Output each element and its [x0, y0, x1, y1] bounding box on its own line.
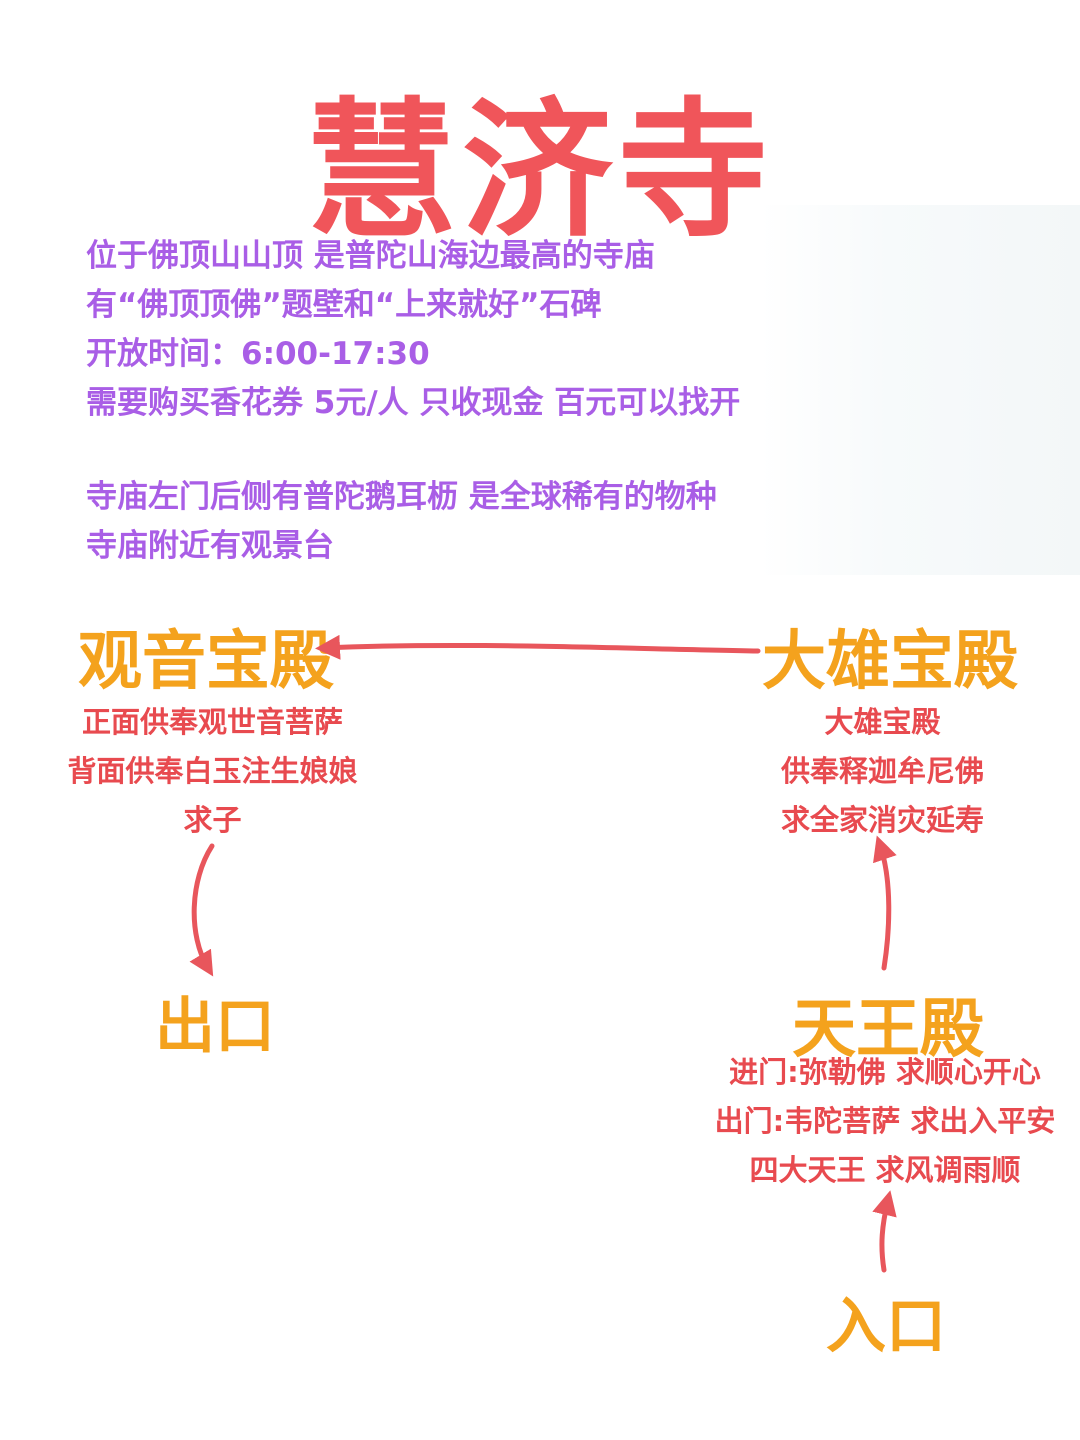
daxiong-desc-line: 大雄宝殿 — [824, 705, 941, 739]
arrow-guanyin-to-exit — [189, 843, 215, 977]
tianwang-hall-description: 进门:弥勒佛 求顺心开心 出门:韦陀菩萨 求出入平安 四大天王 求风调雨顺 — [700, 1048, 1070, 1195]
arrow-tianwang-to-daxiong — [873, 835, 897, 971]
exit-label: 出口 — [155, 992, 275, 1062]
guanyin-desc-line: 背面供奉白玉注生娘娘 — [67, 754, 358, 788]
daxiong-desc-line: 供奉释迦牟尼佛 — [780, 754, 984, 788]
daxiong-hall-title: 大雄宝殿 — [762, 625, 1018, 699]
intro-line: 有“佛顶顶佛”题壁和“上来就好”石碑 — [86, 287, 602, 323]
tianwang-hall-title: 天王殿 — [792, 993, 984, 1067]
guanyin-hall-title: 观音宝殿 — [78, 625, 334, 699]
guanyin-desc-line: 求子 — [183, 803, 242, 837]
intro-extra-line: 寺庙附近有观景台 — [86, 528, 334, 564]
intro-extra-line: 寺庙左门后侧有普陀鹅耳枥 是全球稀有的物种 — [86, 479, 717, 515]
entrance-label: 入口 — [826, 1292, 946, 1362]
daxiong-hall-description: 大雄宝殿 供奉释迦牟尼佛 求全家消灾延寿 — [740, 698, 1025, 845]
tianwang-desc-line: 四大天王 求风调雨顺 — [749, 1153, 1021, 1187]
guanyin-desc-line: 正面供奉观世音菩萨 — [81, 705, 343, 739]
tianwang-desc-line: 进门:弥勒佛 求顺心开心 — [729, 1055, 1041, 1089]
arrow-daxiong-to-guanyin — [315, 634, 761, 660]
page-title: 慧济寺 — [305, 85, 774, 259]
daxiong-desc-line: 求全家消灾延寿 — [780, 803, 984, 837]
intro-line: 开放时间：6:00-17:30 — [86, 336, 430, 372]
arrow-entrance-to-tianwang — [872, 1190, 897, 1273]
tianwang-desc-line: 出门:韦陀菩萨 求出入平安 — [714, 1104, 1056, 1138]
intro-text: 位于佛顶山山顶 是普陀山海边最高的寺庙 有“佛顶顶佛”题壁和“上来就好”石碑 开… — [86, 232, 740, 571]
background-faint-block — [760, 205, 1080, 575]
intro-line: 位于佛顶山山顶 是普陀山海边最高的寺庙 — [86, 238, 655, 274]
intro-line: 需要购买香花券 5元/人 只收现金 百元可以找开 — [86, 385, 741, 421]
guanyin-hall-description: 正面供奉观世音菩萨 背面供奉白玉注生娘娘 求子 — [40, 698, 385, 845]
